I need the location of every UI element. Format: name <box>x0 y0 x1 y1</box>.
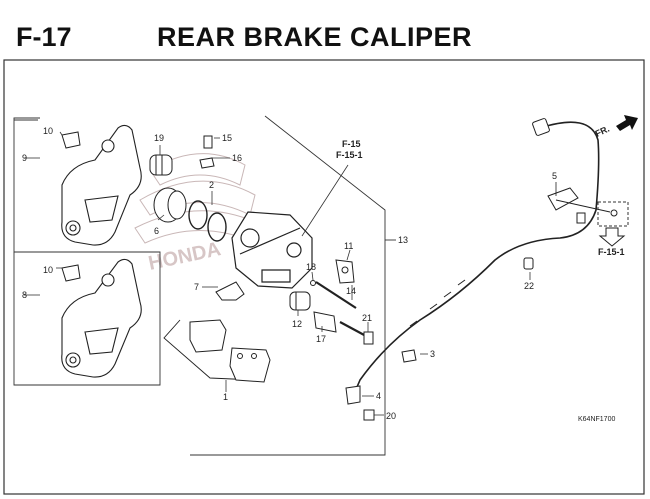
clip-18 <box>310 280 316 286</box>
figure-title: REAR BRAKE CALIPER <box>157 22 473 52</box>
callout-19: 19 <box>154 133 164 143</box>
brake-pads <box>189 319 271 383</box>
piston-6 <box>153 187 187 223</box>
figure-code: F-17 <box>16 22 72 52</box>
callout-22: 22 <box>524 281 534 291</box>
caliper-bracket-lower <box>61 258 142 378</box>
callout-3: 3 <box>430 349 435 359</box>
callout-11: 11 <box>344 241 353 251</box>
callout-5: 5 <box>552 171 557 181</box>
callout-18: 18 <box>306 262 316 272</box>
pad-spring-clip-lower <box>61 264 81 282</box>
bracket-left-lower <box>13 251 161 386</box>
bracket-13 <box>190 115 386 456</box>
callout-labels: 10 9 19 15 16 2 6 7 10 8 11 13 18 14 12 … <box>22 126 557 421</box>
connector <box>532 118 550 136</box>
watermark-text: HONDA <box>146 238 222 275</box>
wire-clamps <box>409 279 466 327</box>
bracket-pads <box>163 319 256 381</box>
callout-16: 16 <box>232 153 242 163</box>
callout-7: 7 <box>194 282 199 292</box>
ref-f15: F-15 <box>342 139 361 149</box>
callout-1: 1 <box>223 392 228 402</box>
pad-spring-clip-upper <box>61 131 81 149</box>
reference-labels: F-15 F-15-1 F-15-1 FR. <box>336 124 625 257</box>
sleeve-17 <box>313 311 337 333</box>
callout-2: 2 <box>209 180 214 190</box>
diagram-code: K64NF1700 <box>578 416 615 423</box>
callout-4: 4 <box>376 391 381 401</box>
caliper-body <box>231 211 313 289</box>
sensor-4 <box>345 385 361 405</box>
bracket-left-upper <box>13 117 40 253</box>
sensor-wire <box>351 121 600 398</box>
diagram-frame <box>3 59 645 495</box>
bleeder-valve <box>199 135 215 169</box>
callout-21: 21 <box>362 313 372 323</box>
callout-6: 6 <box>154 226 159 236</box>
callout-17: 17 <box>316 334 326 344</box>
callout-15: 15 <box>222 133 232 143</box>
callout-10-lower: 10 <box>43 265 53 275</box>
clamp-3 <box>401 349 417 363</box>
leader-lines <box>24 131 531 416</box>
ref-f15-1-right: F-15-1 <box>598 247 625 257</box>
pin-11 <box>335 259 355 284</box>
callout-12: 12 <box>292 319 302 329</box>
sensor-bracket-5 <box>547 187 618 224</box>
callout-8: 8 <box>22 290 27 300</box>
callout-13: 13 <box>398 235 408 245</box>
ref-box <box>597 201 629 227</box>
ref-f15-1: F-15-1 <box>336 150 363 160</box>
ref-arrow-icon <box>598 227 626 247</box>
boot-19 <box>149 154 173 176</box>
grommet-22 <box>523 257 534 270</box>
front-label: FR. <box>594 124 611 139</box>
callout-9: 9 <box>22 153 27 163</box>
bolt-21 <box>339 321 374 345</box>
bolt-20 <box>363 409 375 421</box>
pin-14 <box>315 281 357 309</box>
front-arrow-icon <box>616 115 638 131</box>
callout-10-upper: 10 <box>43 126 53 136</box>
seals-2 <box>188 200 227 242</box>
callout-20: 20 <box>386 411 396 421</box>
callout-14: 14 <box>346 286 356 296</box>
caliper-bracket-upper <box>61 124 142 246</box>
pad-spring-7 <box>215 281 245 301</box>
boot-12 <box>289 291 311 311</box>
